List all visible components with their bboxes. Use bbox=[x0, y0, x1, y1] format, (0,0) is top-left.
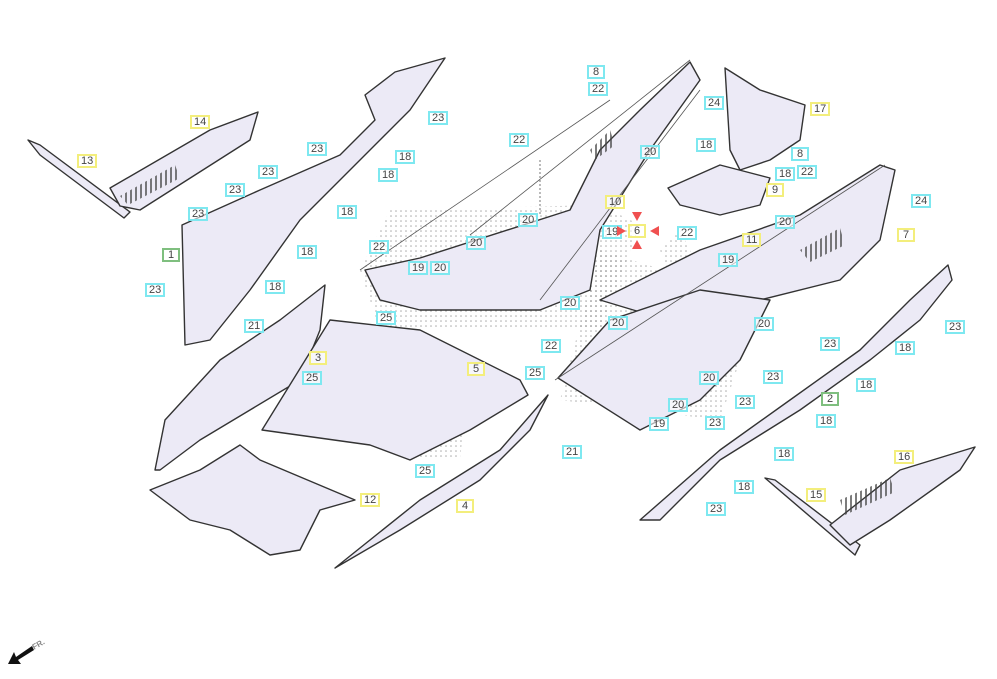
callout-part-23[interactable]: 23 bbox=[145, 283, 166, 297]
callout-part-6[interactable]: 6 bbox=[628, 224, 646, 238]
part-9-bracket-plate bbox=[667, 164, 771, 216]
part-13-trim-strip bbox=[27, 139, 131, 219]
callout-part-18[interactable]: 18 bbox=[696, 138, 717, 152]
callout-part-20[interactable]: 20 bbox=[668, 398, 689, 412]
callout-part-4[interactable]: 4 bbox=[456, 499, 474, 513]
callout-part-17[interactable]: 17 bbox=[810, 102, 831, 116]
callout-part-22[interactable]: 22 bbox=[541, 339, 562, 353]
grills bbox=[120, 130, 895, 515]
callout-part-8[interactable]: 8 bbox=[791, 147, 809, 161]
part-3-lower-side-cover bbox=[154, 284, 326, 471]
callout-part-23[interactable]: 23 bbox=[945, 320, 966, 334]
callout-part-18[interactable]: 18 bbox=[856, 378, 877, 392]
part-10-center-tunnel bbox=[364, 61, 701, 311]
callout-part-20[interactable]: 20 bbox=[430, 261, 451, 275]
callout-part-18[interactable]: 18 bbox=[378, 168, 399, 182]
callout-part-20[interactable]: 20 bbox=[699, 371, 720, 385]
marker-arrow-down-icon bbox=[632, 240, 642, 249]
callout-part-20[interactable]: 20 bbox=[640, 145, 661, 159]
callout-part-2[interactable]: 2 bbox=[821, 392, 839, 406]
callout-part-24[interactable]: 24 bbox=[911, 194, 932, 208]
callout-part-20[interactable]: 20 bbox=[466, 236, 487, 250]
callout-part-19[interactable]: 19 bbox=[649, 417, 670, 431]
part-4-lower-trim bbox=[334, 394, 549, 569]
callout-part-15[interactable]: 15 bbox=[806, 488, 827, 502]
callout-part-18[interactable]: 18 bbox=[337, 205, 358, 219]
part-15-trim-strip-right bbox=[764, 477, 861, 556]
callout-part-5[interactable]: 5 bbox=[467, 362, 485, 376]
callout-part-8[interactable]: 8 bbox=[587, 65, 605, 79]
callout-part-20[interactable]: 20 bbox=[754, 317, 775, 331]
callout-part-14[interactable]: 14 bbox=[190, 115, 211, 129]
callout-part-19[interactable]: 19 bbox=[408, 261, 429, 275]
callout-part-18[interactable]: 18 bbox=[734, 480, 755, 494]
callout-part-24[interactable]: 24 bbox=[704, 96, 725, 110]
callout-part-18[interactable]: 18 bbox=[816, 414, 837, 428]
marker-arrow-right-icon bbox=[650, 226, 659, 236]
callout-part-18[interactable]: 18 bbox=[297, 245, 318, 259]
marker-arrow-up-icon bbox=[632, 212, 642, 221]
part-1-left-side-cover bbox=[181, 57, 446, 346]
callout-part-23[interactable]: 23 bbox=[225, 183, 246, 197]
callout-part-23[interactable]: 23 bbox=[307, 142, 328, 156]
callout-part-1[interactable]: 1 bbox=[162, 248, 180, 262]
callout-part-7[interactable]: 7 bbox=[897, 228, 915, 242]
callout-part-23[interactable]: 23 bbox=[188, 207, 209, 221]
callout-part-23[interactable]: 23 bbox=[705, 416, 726, 430]
callout-part-22[interactable]: 22 bbox=[797, 165, 818, 179]
part-17-inner-cover bbox=[724, 67, 806, 171]
callout-part-18[interactable]: 18 bbox=[395, 150, 416, 164]
callout-part-22[interactable]: 22 bbox=[588, 82, 609, 96]
callout-part-13[interactable]: 13 bbox=[77, 154, 98, 168]
callout-part-25[interactable]: 25 bbox=[415, 464, 436, 478]
callout-part-22[interactable]: 22 bbox=[677, 226, 698, 240]
callout-part-23[interactable]: 23 bbox=[258, 165, 279, 179]
callout-part-23[interactable]: 23 bbox=[706, 502, 727, 516]
callout-part-23[interactable]: 23 bbox=[820, 337, 841, 351]
callout-part-21[interactable]: 21 bbox=[244, 319, 265, 333]
marker-arrow-left-icon bbox=[617, 226, 626, 236]
part-12-floor-mat bbox=[149, 444, 356, 556]
callout-part-18[interactable]: 18 bbox=[265, 280, 286, 294]
part-5-floor-panel bbox=[261, 319, 529, 461]
part-16-footboard-right bbox=[829, 446, 976, 546]
part-2-right-trim bbox=[639, 264, 953, 521]
callout-part-20[interactable]: 20 bbox=[560, 296, 581, 310]
callout-part-9[interactable]: 9 bbox=[766, 183, 784, 197]
callout-part-20[interactable]: 20 bbox=[518, 213, 539, 227]
callout-part-23[interactable]: 23 bbox=[735, 395, 756, 409]
callout-part-11[interactable]: 11 bbox=[742, 233, 762, 247]
callout-part-12[interactable]: 12 bbox=[360, 493, 381, 507]
callout-part-22[interactable]: 22 bbox=[509, 133, 530, 147]
callout-part-25[interactable]: 25 bbox=[376, 311, 397, 325]
callout-part-25[interactable]: 25 bbox=[302, 371, 323, 385]
front-direction-arrow-icon bbox=[8, 646, 34, 664]
callout-part-16[interactable]: 16 bbox=[894, 450, 915, 464]
callout-part-19[interactable]: 19 bbox=[718, 253, 739, 267]
callout-part-20[interactable]: 20 bbox=[775, 215, 796, 229]
callout-part-18[interactable]: 18 bbox=[895, 341, 916, 355]
callout-part-23[interactable]: 23 bbox=[763, 370, 784, 384]
callout-part-25[interactable]: 25 bbox=[525, 366, 546, 380]
callout-part-21[interactable]: 21 bbox=[562, 445, 583, 459]
callout-part-10[interactable]: 10 bbox=[605, 195, 626, 209]
callout-part-18[interactable]: 18 bbox=[775, 167, 796, 181]
callout-part-22[interactable]: 22 bbox=[369, 240, 390, 254]
callout-part-20[interactable]: 20 bbox=[608, 316, 629, 330]
callout-part-23[interactable]: 23 bbox=[428, 111, 449, 125]
callout-part-3[interactable]: 3 bbox=[309, 351, 327, 365]
callout-part-18[interactable]: 18 bbox=[774, 447, 795, 461]
